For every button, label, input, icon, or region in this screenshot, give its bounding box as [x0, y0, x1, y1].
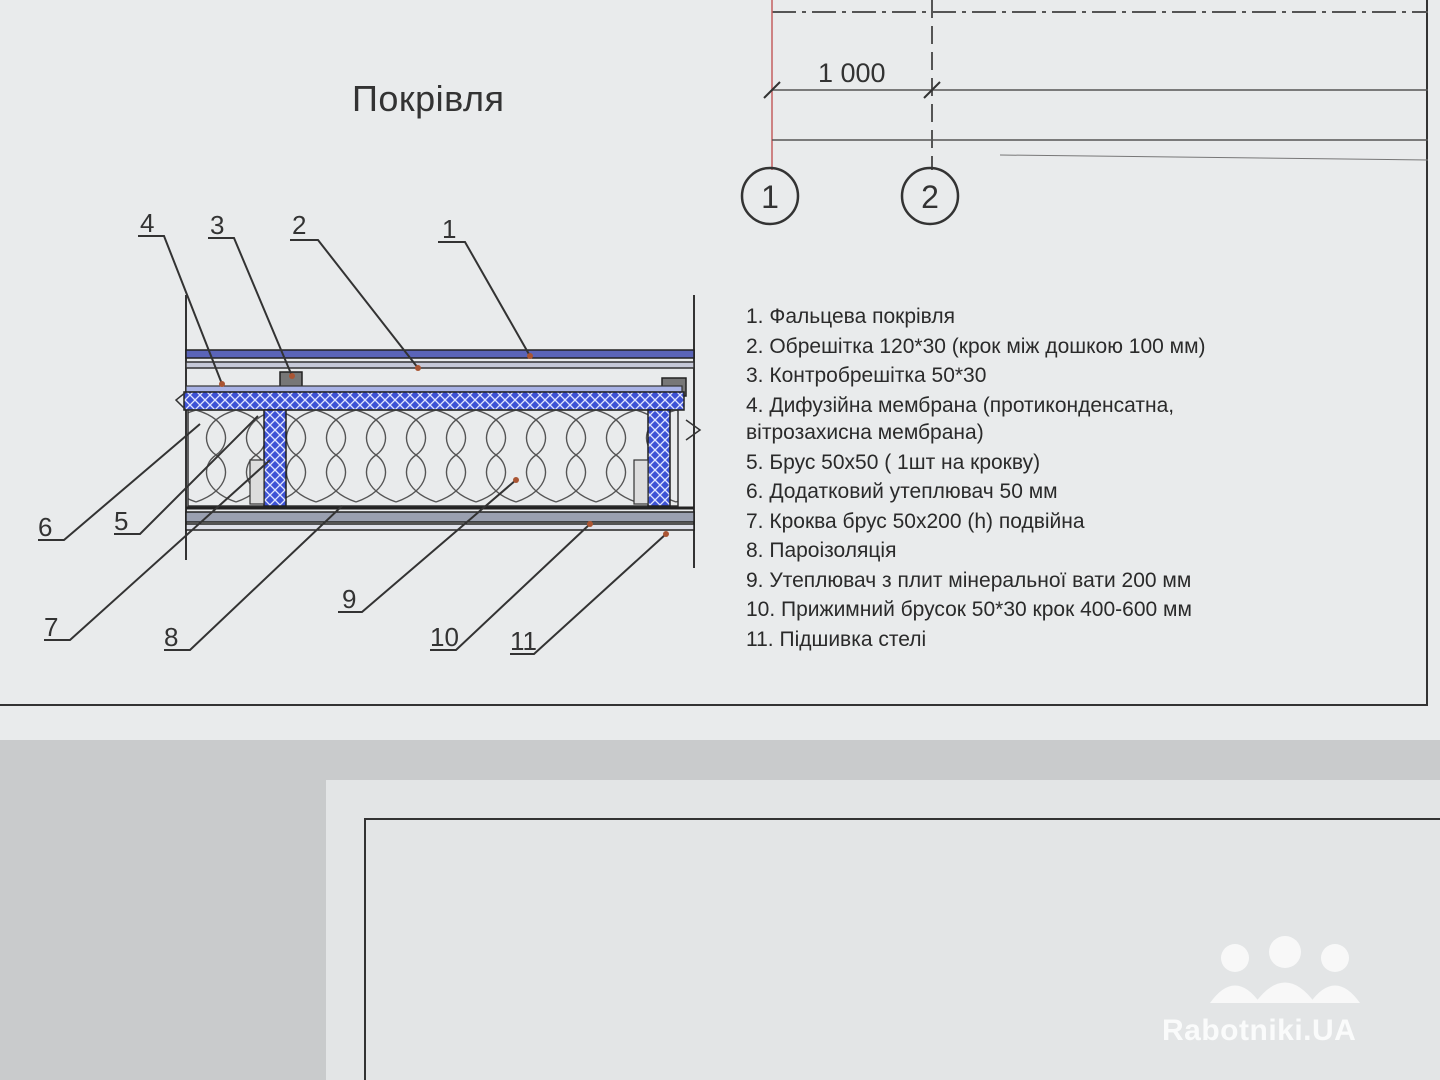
legend-item-1: 1. Фальцева покрівля [746, 305, 955, 328]
legend-item-2: 2. Обрешітка 120*30 (крок між дошкою 100… [746, 334, 1206, 358]
dimension-label: 1 000 [818, 58, 886, 88]
legend-item-3: 3. Контробрешітка 50*30 [746, 364, 987, 387]
callout-3: 3 [210, 210, 224, 240]
next-sheet [326, 780, 1440, 1080]
axis-label-1: 1 [761, 179, 779, 215]
axis-label-2: 2 [921, 179, 939, 215]
legend-item-8: 8. Пароізоляція [746, 539, 897, 562]
axis-grid: 1 000 1 2 [740, 0, 1429, 226]
callout-5: 5 [114, 506, 128, 536]
legend-item-4: 4. Дифузійна мембрана (протиконденсатна, [746, 393, 1175, 417]
roof-section-drawing: 1 2 3 4 6 5 7 8 9 10 11 [38, 208, 702, 656]
callout-8: 8 [164, 622, 178, 652]
legend-item-4-cont: вітрозахисна мембрана) [746, 421, 984, 444]
watermark-logo-icon [1210, 936, 1360, 1003]
callout-11: 11 [510, 626, 537, 656]
callout-4: 4 [140, 208, 154, 238]
callout-1: 1 [442, 214, 456, 244]
callout-2: 2 [292, 210, 306, 240]
callout-6: 6 [38, 512, 52, 542]
watermark-text: Rabotniki.UA [1162, 1014, 1357, 1047]
drawing-title: Покрівля [352, 78, 505, 119]
legend-item-5: 5. Брус 50х50 ( 1шт на крокву) [746, 450, 1041, 474]
legend-list: 1. Фальцева покрівля 2. Обрешітка 120*30… [746, 302, 1306, 654]
legend-item-6: 6. Додатковий утеплювач 50 мм [746, 480, 1058, 503]
callout-9: 9 [342, 584, 356, 614]
callout-7: 7 [44, 612, 58, 642]
drawing-sheet: Покрівля 1 000 1 2 [0, 0, 1440, 740]
legend-item-7: 7. Кроква брус 50х200 (h) подвійна [746, 509, 1085, 533]
legend-item-11: 11. Підшивка стелі [746, 627, 927, 651]
callout-10: 10 [430, 622, 459, 652]
legend-item-9: 9. Утеплювач з плит мінеральної вати 200… [746, 568, 1192, 592]
legend-item-10: 10. Прижимний брусок 50*30 крок 400-600 … [746, 598, 1192, 621]
sheet-frame [0, 0, 1428, 706]
next-sheet-frame [364, 818, 1440, 1080]
